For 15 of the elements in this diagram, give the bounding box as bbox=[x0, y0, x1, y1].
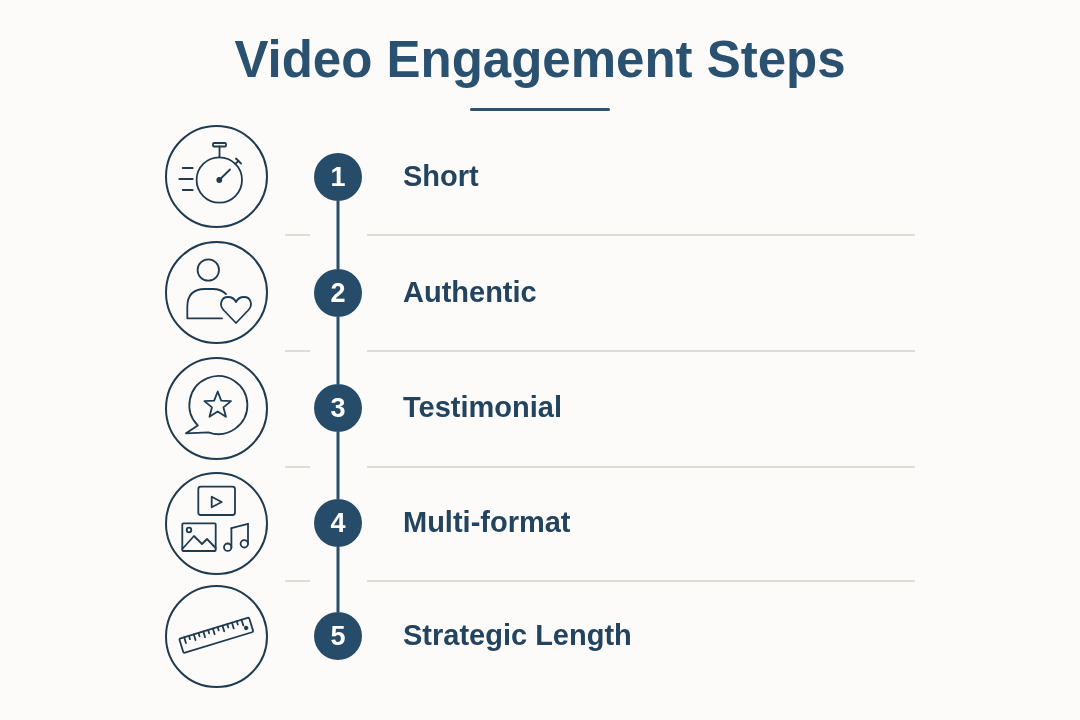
title: Video Engagement Steps bbox=[234, 32, 846, 89]
step-number-circle: 5 bbox=[314, 612, 362, 660]
step-label: Authentic bbox=[403, 278, 537, 307]
step-label: Testimonial bbox=[403, 393, 562, 422]
connector-line bbox=[336, 317, 340, 384]
step-number-circle: 3 bbox=[314, 384, 362, 432]
step-number-circle: 4 bbox=[314, 499, 362, 547]
connector-line bbox=[336, 547, 340, 612]
connector-line bbox=[336, 432, 340, 499]
step-number-circle: 2 bbox=[314, 269, 362, 317]
connector-line bbox=[336, 201, 340, 269]
step-number-circle: 1 bbox=[314, 153, 362, 201]
step-label: Multi-format bbox=[403, 508, 571, 537]
step-label: Short bbox=[403, 162, 479, 191]
step-label: Strategic Length bbox=[403, 621, 632, 650]
